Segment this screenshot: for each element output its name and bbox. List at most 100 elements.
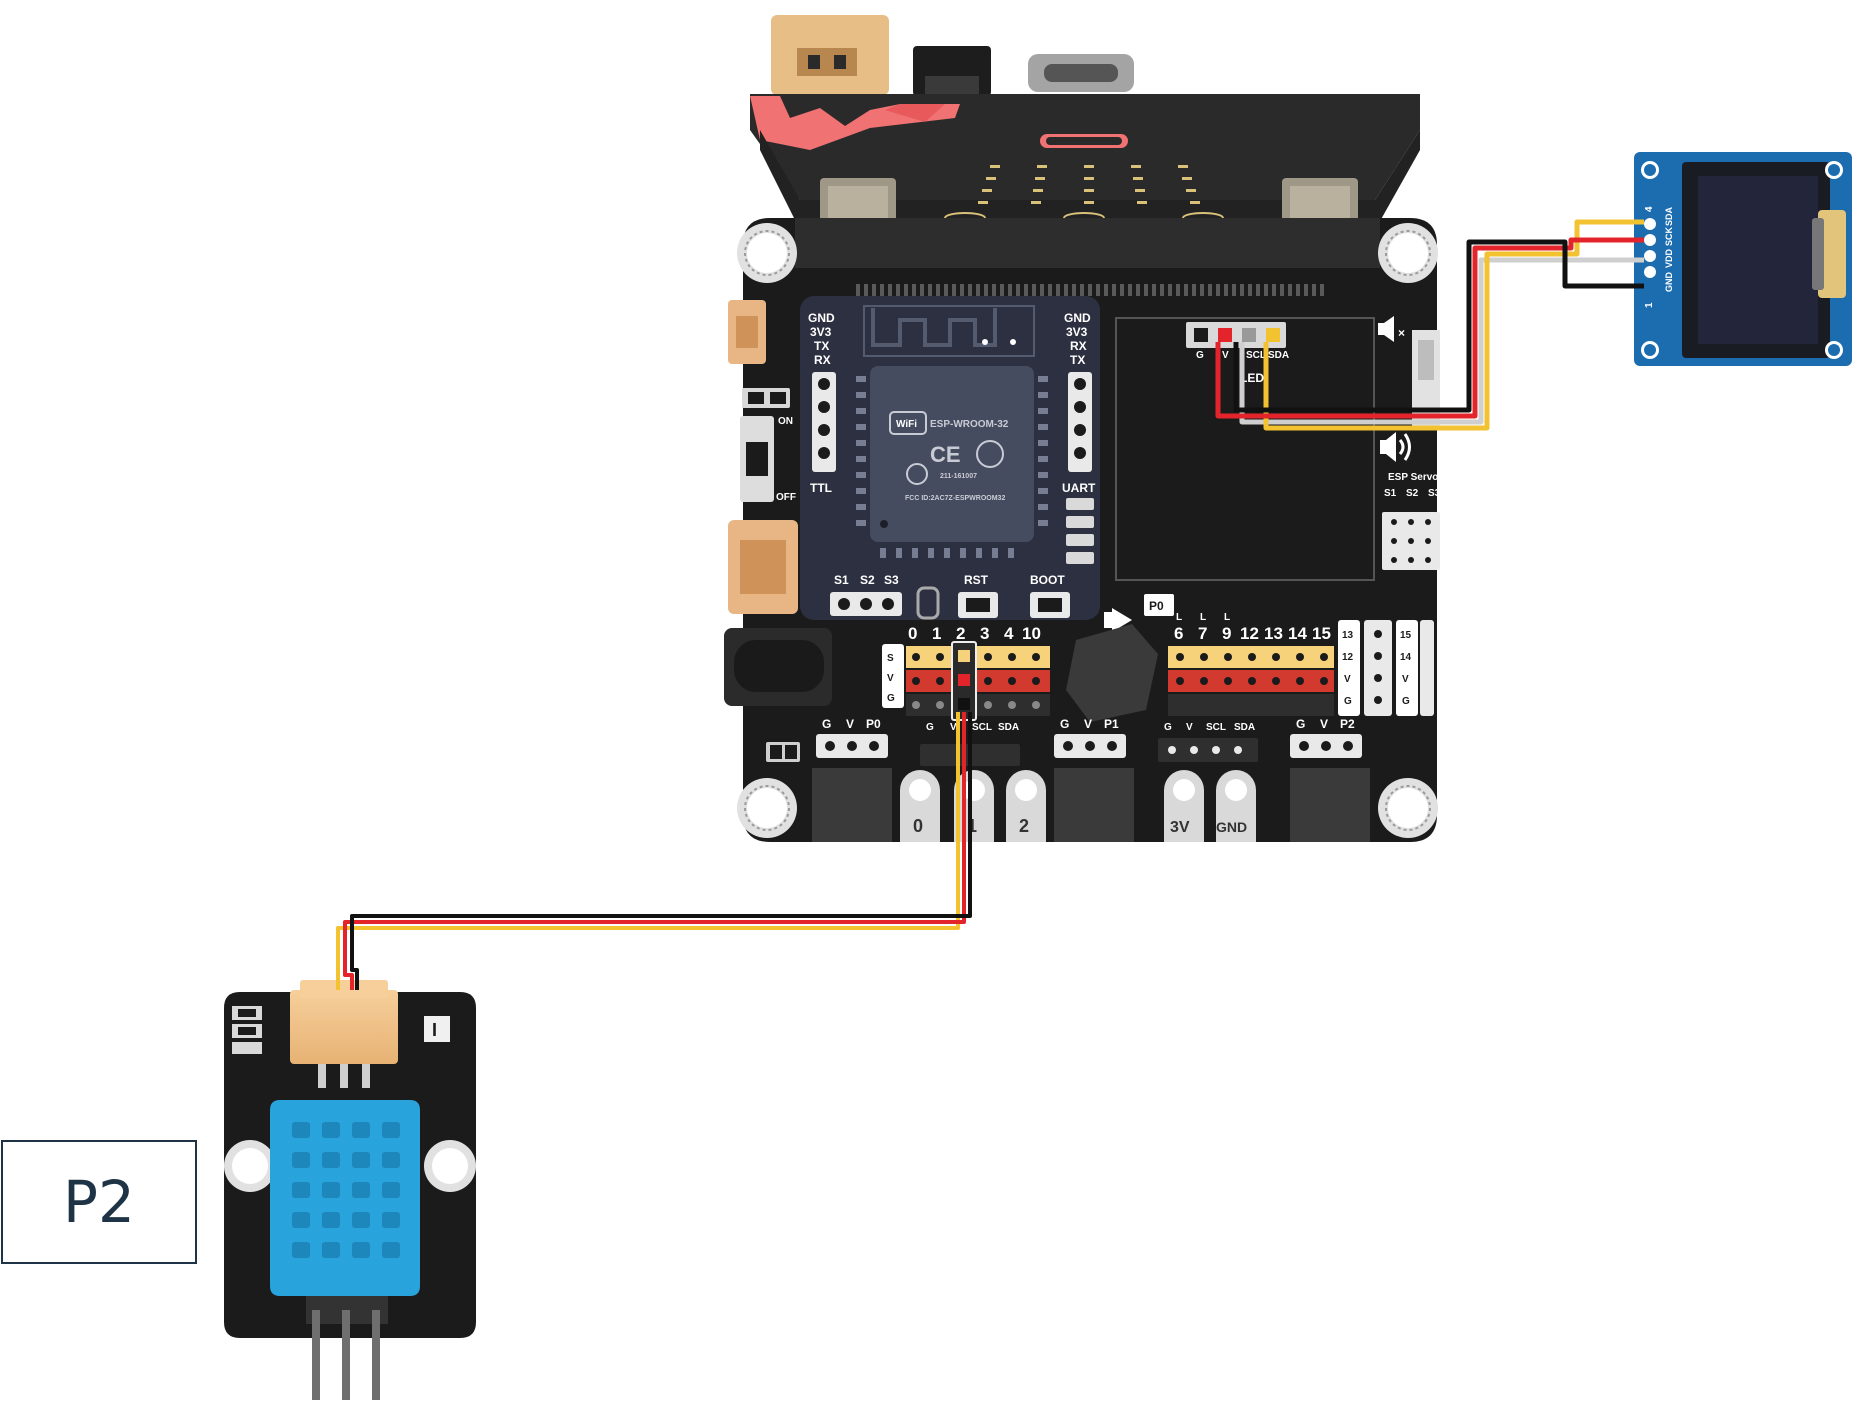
- microbit: [750, 15, 1420, 236]
- svg-text:SDA: SDA: [1268, 350, 1289, 361]
- edge-connector-tooth: [984, 284, 988, 296]
- edge-connector-tooth: [1208, 284, 1212, 296]
- edge-connector-tooth: [864, 284, 868, 296]
- svg-text:SCL: SCL: [972, 722, 992, 733]
- svg-text:TX: TX: [814, 339, 829, 353]
- fcc-id: FCC ID:2AC7Z-ESPWROOM32: [905, 495, 1005, 502]
- edge-connector-tooth: [1080, 284, 1084, 296]
- edge-connector-tooth: [1304, 284, 1308, 296]
- svg-text:V: V: [887, 673, 894, 684]
- uart-header: [1068, 372, 1092, 472]
- svg-text:V: V: [1186, 722, 1193, 733]
- edge-connector-tooth: [992, 284, 996, 296]
- edge-connector-tooth: [1224, 284, 1228, 296]
- svg-text:1: 1: [967, 816, 977, 836]
- edge-connector-tooth: [1232, 284, 1236, 296]
- edge-connector-tooth: [1160, 284, 1164, 296]
- i2c-top-header: [1186, 322, 1286, 348]
- svg-text:G: G: [1060, 717, 1069, 731]
- svg-text:3V3: 3V3: [1066, 325, 1088, 339]
- edge-connector-tooth: [1064, 284, 1068, 296]
- edge-connector-tooth: [1248, 284, 1252, 296]
- module-name: ESP-WROOM-32: [930, 419, 1009, 430]
- gvp2-labels: G V P2: [1296, 717, 1355, 731]
- svg-text:S2: S2: [1406, 488, 1419, 499]
- dht11-sensor: I: [224, 980, 476, 1400]
- edge-connector-tooth: [1240, 284, 1244, 296]
- edge-connector-tooth: [1040, 284, 1044, 296]
- svg-text:SDA: SDA: [1234, 722, 1255, 733]
- svg-text:SCL: SCL: [1206, 722, 1226, 733]
- edge-connector-tooth: [904, 284, 908, 296]
- edge-connector-tooth: [1008, 284, 1012, 296]
- svg-text:2: 2: [1019, 816, 1029, 836]
- edge-connector-tooth: [896, 284, 900, 296]
- p2-callout-box: P2: [1, 1140, 197, 1264]
- left-pin-header: [906, 646, 1050, 716]
- edge-connector-tooth: [1280, 284, 1284, 296]
- svg-text:×: ×: [1398, 326, 1405, 340]
- gvp1-labels: G V P1: [1060, 717, 1119, 731]
- edge-connector-tooth: [1288, 284, 1292, 296]
- led-label: LED: [1240, 371, 1264, 385]
- buzzer: [1066, 624, 1158, 722]
- left-pin-numbers: 0 1 2 3 4 10: [908, 624, 1041, 643]
- edge-connector-tooth: [960, 284, 964, 296]
- side-pin-labels-b: 15 14 V G: [1400, 630, 1412, 707]
- edge-connector-tooth: [1176, 284, 1180, 296]
- right-serial-labels: GND 3V3 RX TX: [1064, 311, 1091, 367]
- svg-text:14: 14: [1288, 624, 1307, 643]
- edge-connector-tooth: [1312, 284, 1316, 296]
- right-pin-header: [1168, 646, 1334, 716]
- mount-holes: [737, 223, 1438, 838]
- svg-text:G: G: [1344, 696, 1352, 707]
- uart-label: UART: [1062, 481, 1096, 495]
- svg-text:7: 7: [1198, 624, 1207, 643]
- ttl-label: TTL: [810, 481, 832, 495]
- mute-icon: ×: [1378, 316, 1405, 342]
- bottom-pads: 0 1 2 3V GND: [812, 768, 1370, 842]
- edge-connector-tooth: [1048, 284, 1052, 296]
- edge-connector-tooth: [888, 284, 892, 296]
- edge-connector-tooth: [1272, 284, 1276, 296]
- svg-text:S1: S1: [1384, 488, 1397, 499]
- edge-connector-tooth: [936, 284, 940, 296]
- edge-connector-tooth: [952, 284, 956, 296]
- svg-text:G: G: [1164, 722, 1172, 733]
- svg-text:TX: TX: [1070, 353, 1085, 367]
- edge-connector-tooth: [968, 284, 972, 296]
- edge-connector-tooth: [1256, 284, 1260, 296]
- edge-connector-tooth: [872, 284, 876, 296]
- edge-connector-tooth: [1120, 284, 1124, 296]
- svg-text:GND: GND: [1664, 272, 1674, 293]
- svg-text:V: V: [950, 722, 957, 733]
- svg-text:P0: P0: [866, 717, 881, 731]
- switch-on-label: ON: [778, 416, 793, 427]
- svg-text:VDD: VDD: [1664, 248, 1674, 268]
- sensor-marker: I: [432, 1020, 437, 1040]
- edge-connector-tooth: [1032, 284, 1036, 296]
- svg-text:V: V: [1402, 674, 1409, 685]
- edge-connector-tooth: [1136, 284, 1140, 296]
- edge-connector-tooth: [1128, 284, 1132, 296]
- svg-text:RX: RX: [1070, 339, 1087, 353]
- i2c-b-header: [1158, 738, 1258, 762]
- svg-text:L: L: [1224, 612, 1230, 623]
- servo-pin-labels: S1 S2 S3: [1384, 488, 1441, 499]
- svg-text:V: V: [1222, 350, 1229, 361]
- i2c-a-labels: G V SCL SDA: [926, 722, 1019, 733]
- edge-connector-tooth: [1192, 284, 1196, 296]
- svg-text:1: 1: [1644, 302, 1655, 308]
- svg-text:2: 2: [956, 624, 965, 643]
- svg-text:SDA: SDA: [998, 722, 1019, 733]
- display-area: [1115, 317, 1375, 581]
- edge-connector-tooth: [1096, 284, 1100, 296]
- ttl-header: [812, 372, 836, 472]
- gvp0-labels: G V P0: [822, 717, 881, 731]
- svg-text:4: 4: [1004, 624, 1014, 643]
- svg-text:G: G: [1296, 717, 1305, 731]
- edge-connector-tooth: [928, 284, 932, 296]
- side-pin-labels-a: 13 12 V G: [1342, 630, 1354, 707]
- edge-connector-tooth: [912, 284, 916, 296]
